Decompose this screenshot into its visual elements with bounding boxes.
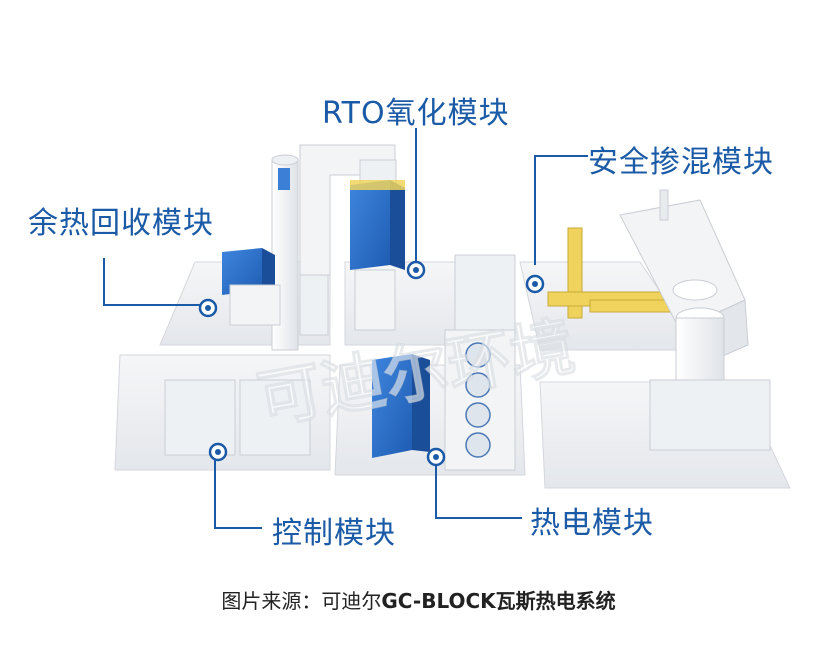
label-power: 热电模块 [530, 506, 654, 541]
marker-waste-heat-icon [198, 298, 218, 318]
marker-rto-icon [406, 260, 426, 280]
waste-heat-unit [222, 248, 329, 336]
safety-mixing-pipe [547, 227, 681, 319]
main-building [619, 189, 771, 451]
image-caption: 图片来源：可迪尔GC-BLOCK瓦斯热电系统 [0, 585, 837, 614]
module-markers [198, 260, 545, 467]
caption-bold: GC-BLOCK瓦斯热电系统 [381, 589, 616, 613]
leader-lines [103, 128, 588, 529]
rto-tower [350, 180, 405, 331]
label-control: 控制模块 [272, 516, 396, 551]
control-cabinet [372, 354, 430, 458]
label-safety: 安全掺混模块 [588, 145, 774, 180]
marker-safety-icon [525, 274, 545, 294]
marker-power-icon [426, 447, 446, 467]
caption-prefix: 图片来源：可迪尔 [221, 589, 382, 613]
label-rto: RTO氧化模块 [322, 96, 510, 131]
label-waste-heat: 余热回收模块 [28, 206, 214, 241]
marker-control-icon [208, 442, 228, 462]
power-module [444, 254, 516, 471]
control-containers [164, 379, 311, 456]
